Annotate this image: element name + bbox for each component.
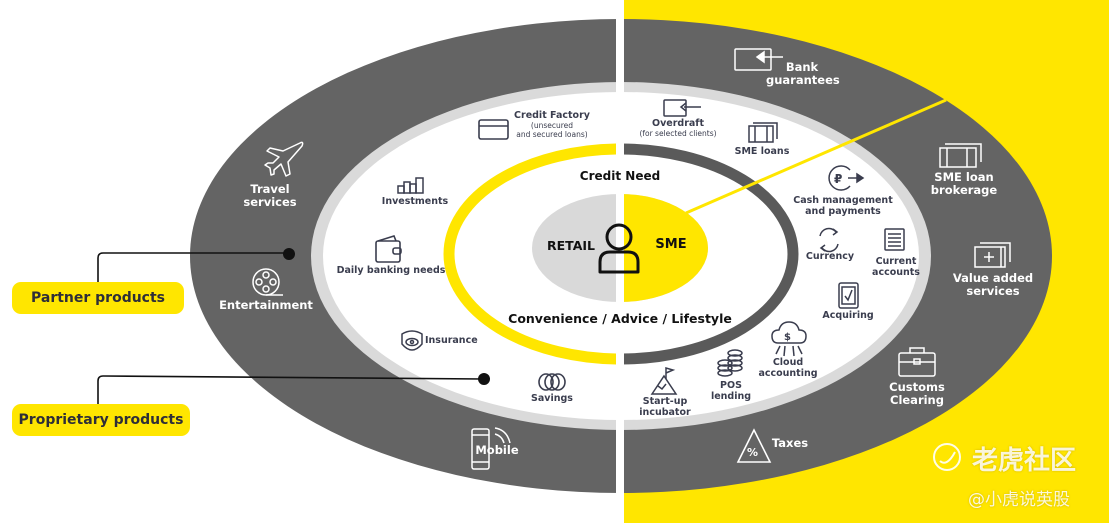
label-subline: (for selected clients)	[639, 128, 717, 138]
svg-text:%: %	[747, 446, 758, 459]
sme-label: SME	[655, 237, 687, 252]
film-reel-icon	[252, 268, 283, 296]
taxes-label: Taxes	[771, 436, 809, 450]
value-added-label: Value added services	[952, 271, 1034, 299]
label-line: accounting	[758, 367, 818, 379]
credit-need-caption: Credit Need	[579, 169, 661, 183]
percent-triangle-icon: %	[736, 428, 772, 463]
overdraft-label: Overdraft (for selected clients)	[632, 118, 724, 139]
credit-factory-label: Credit Factory (unsecured and secured lo…	[510, 110, 594, 139]
travel-services-label: Travel services	[230, 182, 310, 210]
label-line: Cash management	[793, 195, 893, 206]
customs-clearing-label: Customs Clearing	[880, 380, 954, 408]
bar-chart-icon	[397, 177, 424, 194]
svg-text:$: $	[784, 332, 791, 343]
label-line: brokerage	[930, 183, 998, 198]
card-arrow-icon	[734, 48, 783, 71]
cloud-dollar-icon: $	[771, 321, 807, 357]
watermark-handle: @小虎说英股	[968, 490, 1070, 510]
card-arrow-icon	[663, 99, 701, 117]
label-line: Travel	[250, 182, 290, 196]
proprietary-connector-dot	[478, 373, 490, 385]
label-line: lending	[710, 390, 752, 402]
proprietary-connector	[97, 375, 484, 404]
mountain-flag-icon	[650, 367, 678, 395]
label-line: services	[966, 284, 1020, 299]
watermark-brand: 老虎社区	[972, 446, 1077, 476]
pos-lending-label: POS lending	[708, 380, 754, 403]
retail-label: RETAIL	[546, 238, 595, 253]
stacked-cards-icon	[939, 143, 982, 168]
sme-loans-label: SME loans	[734, 146, 790, 157]
pos-terminal-icon	[838, 282, 859, 309]
label-line: Current	[875, 256, 917, 267]
currency-label: Currency	[805, 251, 855, 262]
svg-text:₽: ₽	[834, 172, 842, 186]
label-line: Credit Factory	[514, 110, 590, 121]
person-icon	[598, 223, 640, 274]
partner-products-legend: Partner products	[12, 282, 184, 314]
label-line: Clearing	[890, 393, 944, 408]
watermark-logo-icon	[933, 443, 961, 471]
cloud-accounting-label: Cloud accounting	[758, 357, 818, 380]
divider-line	[616, 0, 624, 523]
airplane-icon	[264, 141, 304, 177]
coins-icon	[538, 373, 566, 391]
sme-inner-ring	[621, 143, 799, 365]
mobile-phone-icon	[471, 427, 511, 470]
bank-guarantees-label: Bank guarantees	[766, 60, 840, 88]
label-subline: and secured loans)	[516, 129, 588, 139]
entertainment-label: Entertainment	[219, 298, 313, 312]
investments-label: Investments	[381, 196, 449, 207]
label-line: and payments	[805, 205, 881, 217]
document-icon	[884, 228, 905, 251]
savings-label: Savings	[531, 393, 573, 404]
exchange-arrows-icon	[819, 227, 839, 253]
convenience-caption: Convenience / Advice / Lifestyle	[508, 311, 732, 326]
stacked-cards-icon	[748, 122, 778, 143]
retail-inner-ring	[443, 143, 616, 365]
partner-connector-dot	[283, 248, 295, 260]
label-line: Customs	[889, 380, 945, 394]
ruble-transfer-icon: ₽	[828, 165, 865, 191]
label-line: Bank	[785, 60, 819, 74]
label-line: Value added	[952, 271, 1034, 285]
current-accounts-label: Current accounts	[868, 256, 924, 279]
cash-management-label: Cash management and payments	[793, 195, 893, 218]
coin-stack-icon	[717, 349, 743, 377]
partner-connector	[97, 252, 288, 282]
sme-connector-line	[685, 98, 947, 215]
proprietary-products-legend: Proprietary products	[12, 404, 190, 436]
daily-banking-label: Daily banking needs	[336, 265, 446, 276]
label-line: SME loan	[934, 170, 994, 184]
briefcase-icon	[898, 347, 936, 377]
center-sme-half	[620, 194, 708, 302]
credit-card-icon	[478, 119, 509, 140]
label-line: accounts	[872, 266, 920, 278]
label-line: incubator	[639, 406, 691, 418]
mobile-label: Mobile	[475, 443, 519, 457]
shield-eye-icon	[401, 330, 423, 351]
acquiring-label: Acquiring	[822, 310, 874, 321]
label-line: Start-up	[642, 396, 688, 407]
plus-cards-icon	[974, 242, 1011, 268]
sme-loan-brokerage-label: SME loan brokerage	[927, 170, 1001, 198]
label-line: Overdraft	[652, 118, 704, 129]
wallet-icon	[375, 235, 402, 263]
label-line: guarantees	[766, 73, 840, 88]
insurance-label: Insurance	[425, 335, 478, 346]
label-line: services	[243, 195, 297, 210]
label-line: POS	[720, 380, 742, 391]
startup-incubator-label: Start-up incubator	[636, 396, 694, 419]
label-subline: (unsecured	[530, 120, 574, 130]
label-line: Cloud	[772, 357, 804, 368]
